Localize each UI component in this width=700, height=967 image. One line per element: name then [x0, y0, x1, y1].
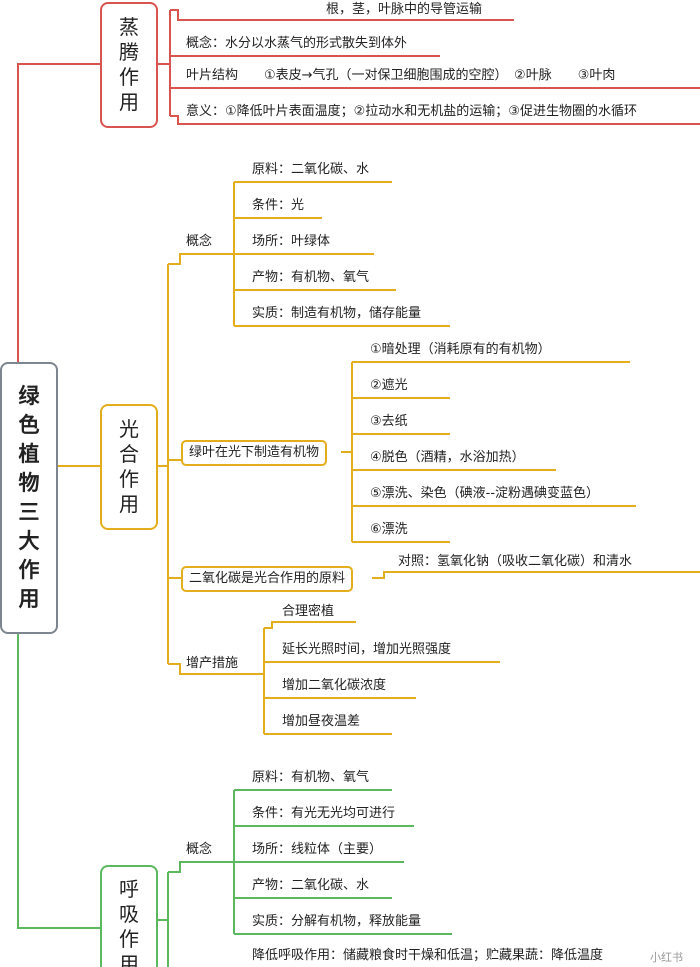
experiment-step: ④脱色（酒精，水浴加热）	[370, 450, 525, 465]
topic-char: 用	[119, 952, 139, 967]
root-char: 植	[18, 442, 40, 466]
photosynthesis-concept-item: 产物：有机物、氧气	[252, 270, 370, 285]
experiment-label: 绿叶在光下制造有机物	[181, 440, 328, 466]
transpiration-significance: 意义：①降低叶片表面温度；②拉动水和无机盐的运输；③促进生物圈的水循环	[186, 104, 637, 119]
experiment-step: ⑤漂洗、染色（碘液--淀粉遇碘变蓝色）	[370, 486, 600, 501]
transpiration-topic: 蒸 腾 作 用	[100, 2, 158, 128]
experiment-step: ②遮光	[370, 378, 408, 393]
respiration-reduce-item: 降低呼吸作用：储藏粮食时干燥和低温；贮藏果蔬：降低温度	[252, 948, 604, 963]
topic-char: 蒸	[119, 15, 139, 39]
photosynthesis-concept-label: 概念	[186, 234, 213, 249]
respiration-concept-item: 场所：线粒体（主要）	[252, 842, 383, 857]
topic-char: 合	[119, 442, 139, 466]
yield-item: 增加二氧化碳浓度	[282, 678, 387, 693]
topic-char: 呼	[119, 877, 139, 901]
photosynthesis-topic: 光 合 作 用	[100, 404, 158, 530]
watermark: 小红书	[650, 951, 683, 964]
experiment-step: ⑥漂洗	[370, 522, 408, 537]
root-char: 绿	[18, 384, 40, 408]
root-char: 作	[18, 558, 40, 582]
topic-char: 作	[119, 927, 139, 951]
respiration-concept-item: 条件：有光无光均可进行	[252, 806, 396, 821]
topic-char: 光	[119, 417, 139, 441]
respiration-concept-item: 原料：有机物、氧气	[252, 770, 370, 785]
root-topic: 绿 色 植 物 三 大 作 用	[0, 362, 58, 634]
topic-char: 用	[119, 492, 139, 516]
topic-char: 作	[119, 467, 139, 491]
respiration-concept-label: 概念	[186, 842, 213, 857]
respiration-concept-item: 实质：分解有机物，释放能量	[252, 914, 422, 929]
transpiration-leaf-structure: 叶片结构 ①表皮→气孔（一对保卫细胞围成的空腔） ②叶脉 ③叶肉	[186, 68, 616, 83]
photosynthesis-concept-item: 实质：制造有机物，储存能量	[252, 306, 422, 321]
topic-char: 吸	[119, 902, 139, 926]
root-char: 大	[18, 529, 40, 553]
experiment-step: ①暗处理（消耗原有的有机物）	[370, 342, 551, 357]
respiration-topic: 呼 吸 作 用	[100, 865, 158, 967]
yield-item: 增加昼夜温差	[282, 714, 361, 729]
topic-char: 腾	[119, 40, 139, 64]
co2-control-note: 对照：氢氧化钠（吸收二氧化碳）和清水	[398, 554, 633, 569]
transpiration-transport: 根，茎，叶脉中的导管运输	[326, 2, 483, 17]
respiration-concept-item: 产物：二氧化碳、水	[252, 878, 370, 893]
root-char: 用	[18, 587, 40, 611]
transpiration-concept: 概念：水分以水蒸气的形式散失到体外	[186, 36, 408, 51]
photosynthesis-concept-item: 条件：光	[252, 198, 305, 213]
co2-label: 二氧化碳是光合作用的原料	[181, 566, 354, 592]
root-char: 色	[18, 413, 40, 437]
root-char: 三	[18, 500, 40, 524]
yield-item: 合理密植	[282, 604, 335, 619]
yield-label: 增产措施	[186, 656, 239, 671]
photosynthesis-concept-item: 原料：二氧化碳、水	[252, 162, 370, 177]
experiment-step: ③去纸	[370, 414, 408, 429]
yield-item: 延长光照时间，增加光照强度	[282, 642, 452, 657]
topic-char: 作	[119, 65, 139, 89]
topic-char: 用	[119, 90, 139, 114]
photosynthesis-concept-item: 场所：叶绿体	[252, 234, 331, 249]
root-char: 物	[18, 471, 40, 495]
